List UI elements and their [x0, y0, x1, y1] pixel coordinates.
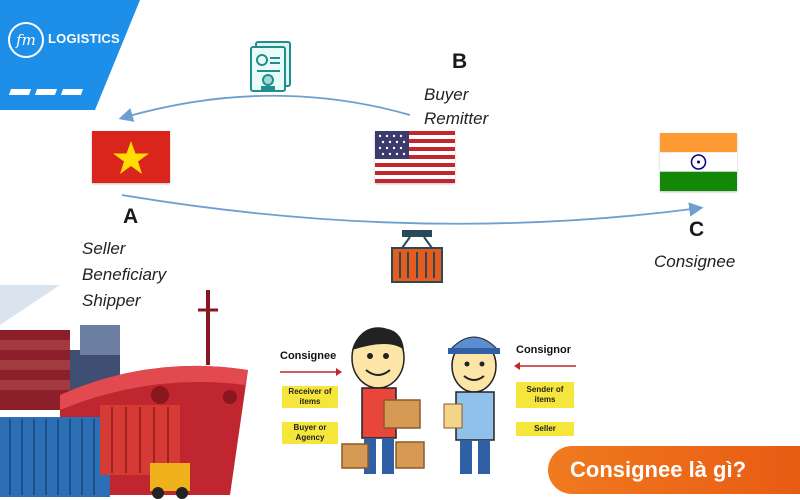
cargo-ship-illustration	[0, 285, 248, 499]
arrow-a-to-c	[121, 194, 704, 225]
seller-tag: Seller	[516, 422, 574, 436]
brand-name: LOGISTICS	[48, 31, 120, 46]
party-b-letter: B	[452, 50, 468, 73]
consignee-consignor-illustration: Consignee Receiver of items Buyer or Age…	[278, 320, 588, 490]
consignor-label: Consignor	[516, 344, 571, 356]
page-title: Consignee là gì?	[570, 457, 747, 482]
party-a-role-1: Seller	[82, 239, 126, 258]
india-flag	[660, 133, 737, 191]
certificate-document-icon	[250, 41, 291, 92]
usa-flag	[375, 131, 455, 183]
party-c-role-1: Consignee	[654, 252, 736, 271]
receiver-and-courier-figures	[341, 327, 500, 474]
receiver-tag: Receiver of items	[282, 386, 338, 408]
party-a-letter: A	[123, 205, 139, 228]
consignee-label: Consignee	[280, 350, 337, 362]
party-a-role-3: Shipper	[82, 291, 141, 310]
consignor-arrow	[514, 362, 576, 370]
party-c-letter: C	[689, 218, 705, 241]
arrow-b-to-a	[118, 94, 411, 122]
vietnam-flag	[92, 131, 170, 183]
consignee-arrow	[280, 368, 342, 376]
cargo-container-icon	[391, 230, 443, 283]
brand-logo[interactable]: fm LOGISTICS	[0, 0, 140, 110]
party-b-role-2: Remitter	[424, 109, 489, 128]
sender-tag: Sender of items	[516, 382, 574, 408]
party-a-role-2: Beneficiary	[82, 265, 167, 284]
page-title-banner: Consignee là gì?	[548, 446, 800, 494]
logo-mark: fm	[8, 22, 44, 58]
buyer-agency-tag: Buyer or Agency	[282, 422, 338, 444]
party-b-role-1: Buyer	[424, 85, 469, 104]
